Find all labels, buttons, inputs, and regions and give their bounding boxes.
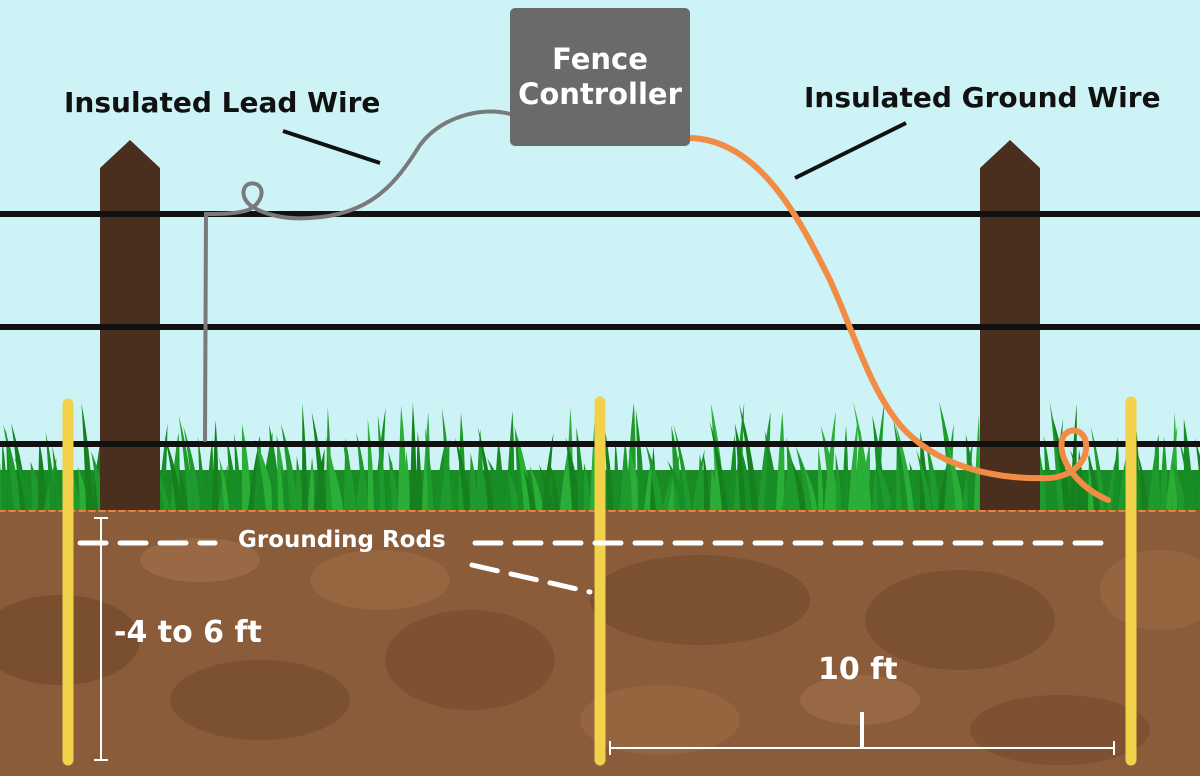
lead-wire-label: Insulated Lead Wire (64, 86, 381, 119)
depth-measurement (94, 517, 108, 761)
ground-wire-pointer (794, 121, 907, 180)
controller-label-line2: Controller (518, 77, 682, 111)
fence-controller: Fence Controller (510, 8, 690, 146)
insulated-lead-wire (203, 109, 512, 442)
controller-label-line1: Fence (552, 41, 648, 76)
insulated-ground-wire (687, 135, 1111, 503)
grounding-rods-pointer (77, 540, 1113, 595)
grounding-rods-label: Grounding Rods (238, 527, 446, 553)
lead-wire-pointer (282, 129, 381, 165)
spacing-measurement (609, 712, 1115, 755)
spacing-label: 10 ft (818, 652, 898, 687)
ground-wire-label: Insulated Ground Wire (804, 81, 1161, 114)
depth-label: -4 to 6 ft (114, 615, 262, 650)
